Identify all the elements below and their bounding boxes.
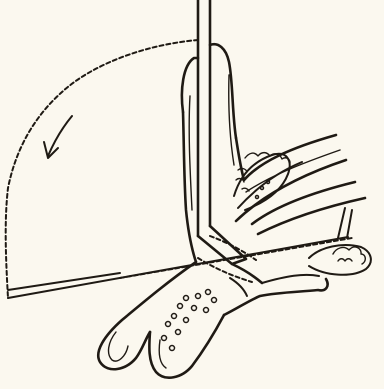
- right-small-structure: [309, 245, 371, 275]
- baseline-lines: [8, 208, 352, 298]
- motion-arc: [6, 40, 198, 298]
- textured-patch: [234, 153, 290, 210]
- vertical-tube: [198, 0, 246, 264]
- lower-sac: [98, 262, 327, 378]
- arrow-icon: [44, 116, 72, 158]
- right-branch: [236, 135, 365, 234]
